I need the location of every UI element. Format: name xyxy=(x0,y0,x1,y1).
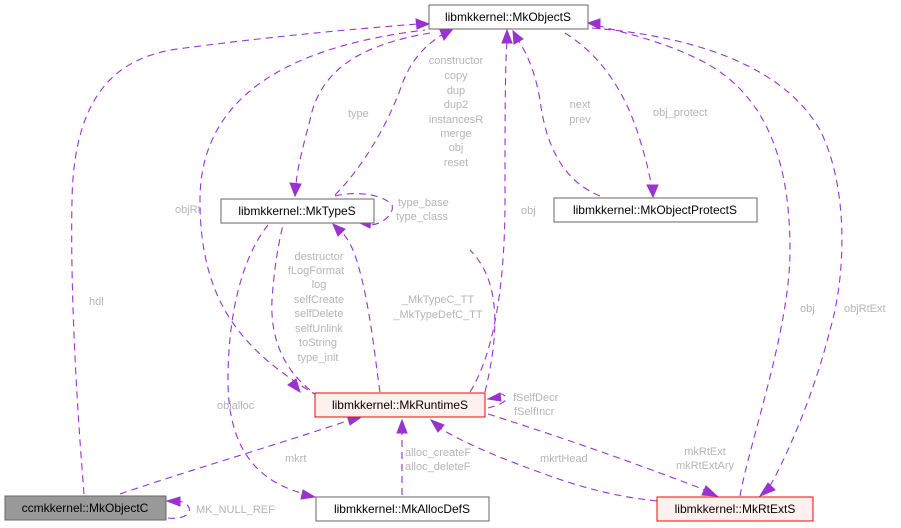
label-mkrt: mkrt xyxy=(285,453,306,465)
label-mk-null-ref: MK_NULL_REF xyxy=(196,504,275,516)
label-destructor: destructor xyxy=(295,251,344,263)
node-mktypes[interactable]: libmkkernel::MkTypeS xyxy=(220,198,375,224)
edge-hdl xyxy=(71,23,419,495)
node-mkobjects-label: libmkkernel::MkObjectS xyxy=(445,10,571,24)
edge-obj-runtime xyxy=(469,39,508,393)
label-mkrtext: mkRtExt xyxy=(684,446,726,458)
label-next: next xyxy=(570,99,591,111)
node-mkruntimes[interactable]: libmkkernel::MkRuntimeS xyxy=(314,392,486,418)
node-mkobjectc-label: ccmkkernel::MkObjectC xyxy=(22,501,149,515)
edge-runtime-self xyxy=(487,392,507,409)
edge-runtime-to-type xyxy=(271,224,311,391)
label-type-base: type_base xyxy=(398,197,449,209)
node-mktypes-label: libmkkernel::MkTypeS xyxy=(238,204,355,218)
node-mkobjectprotects[interactable]: libmkkernel::MkObjectProtectS xyxy=(553,197,758,223)
arrowhead-mk-null-ref xyxy=(165,496,181,507)
edge-mkrt xyxy=(119,419,351,495)
label-type: type xyxy=(348,108,369,120)
node-mkallocdefs-label: libmkkernel::MkAllocDefS xyxy=(334,502,470,516)
label-group-runtime-to-type: destructor fLogFormat log selfCreate sel… xyxy=(288,251,344,364)
arrowhead-mkrthead xyxy=(429,419,445,433)
arrowhead-typec-tt xyxy=(332,223,346,237)
label-obj: obj xyxy=(449,142,464,154)
label-mkrthead: mkrtHead xyxy=(540,453,588,465)
arrowhead-obj-rtext xyxy=(586,18,601,30)
label-objrtext: objRtExt xyxy=(844,303,886,315)
node-mkrtexts[interactable]: libmkkernel::MkRtExtS xyxy=(656,496,814,522)
label-obj-rtext: obj xyxy=(800,303,815,315)
label-selfcreate: selfCreate xyxy=(294,294,344,306)
arrowhead-mktypes-objects xyxy=(439,29,454,41)
label-dup: dup xyxy=(447,85,465,97)
label-tostring: toString xyxy=(299,337,337,349)
arrowhead-next-prev xyxy=(512,29,524,45)
label-type-init: type_init xyxy=(298,352,339,364)
label-fselfincr: fSelfIncr xyxy=(514,406,555,418)
label-hdl: hdl xyxy=(89,296,104,308)
edge-obj-rtext xyxy=(599,25,791,497)
label-alloc-createf: alloc_createF xyxy=(405,447,471,459)
label-mkrtextary: mkRtExtAry xyxy=(676,460,735,472)
label-selfdelete: selfDelete xyxy=(295,308,344,320)
edge-mktypes-objects xyxy=(334,32,446,196)
node-mkallocdefs[interactable]: libmkkernel::MkAllocDefS xyxy=(315,496,490,522)
arrowhead-objrtext xyxy=(758,482,776,498)
label-merge: merge xyxy=(440,128,471,140)
arrowhead-mkrtext xyxy=(701,485,719,497)
edge-mkrtext xyxy=(487,413,706,491)
label-log: log xyxy=(312,279,327,291)
arrowhead-runtime-self xyxy=(486,392,502,402)
node-mkobjectprotects-label: libmkkernel::MkObjectProtectS xyxy=(573,203,737,217)
label-copy: copy xyxy=(444,70,468,82)
arrowhead-hdl xyxy=(415,18,431,30)
edge-objrt xyxy=(199,29,426,397)
edge-objrtext xyxy=(591,27,843,487)
label-group-mktypes-objects: constructor copy dup dup2 instancesR mer… xyxy=(429,55,484,169)
label-type-class: type_class xyxy=(396,211,448,223)
edge-typec-tt xyxy=(339,229,381,393)
label-dup2: dup2 xyxy=(444,99,468,111)
label-fselfdecr: fSelfDecr xyxy=(513,392,559,404)
edge-next-prev xyxy=(517,39,601,197)
label-reset: reset xyxy=(444,157,468,169)
edge-type xyxy=(295,32,431,186)
arrowhead-runtime-type xyxy=(287,378,301,394)
edge-obj-protect xyxy=(564,32,653,187)
arrowhead-obj-runtime xyxy=(501,28,513,44)
label-mktypec-tt: _MkTypeC_TT xyxy=(401,294,474,306)
edge-runtime-loop xyxy=(469,249,496,393)
label-objalloc: objalloc xyxy=(217,400,255,412)
node-mkobjects[interactable]: libmkkernel::MkObjectS xyxy=(428,4,589,30)
node-mkobjectc[interactable]: ccmkkernel::MkObjectC xyxy=(4,495,167,521)
label-constructor: constructor xyxy=(429,55,484,67)
node-mkruntimes-label: libmkkernel::MkRuntimeS xyxy=(332,398,468,412)
arrowhead-type xyxy=(289,182,302,198)
label-instancesr: instancesR xyxy=(429,114,483,126)
arrowhead-objalloc xyxy=(300,489,317,500)
label-selfunlink: selfUnlink xyxy=(295,323,343,335)
label-alloc-deletef: alloc_deleteF xyxy=(405,461,471,473)
label-objrt: objRt xyxy=(175,204,201,216)
arrowhead-obj-protect xyxy=(646,184,659,199)
label-obj-runtime: obj xyxy=(521,205,536,217)
label-obj-protect: obj_protect xyxy=(653,107,707,119)
label-flogformat: fLogFormat xyxy=(288,265,344,277)
label-mktypedefc-tt: _MkTypeDefC_TT xyxy=(392,309,483,321)
label-prev: prev xyxy=(569,114,591,126)
arrowhead-alloc xyxy=(396,418,408,434)
node-mkrtexts-label: libmkkernel::MkRtExtS xyxy=(675,502,796,516)
edge-objalloc xyxy=(227,224,306,495)
